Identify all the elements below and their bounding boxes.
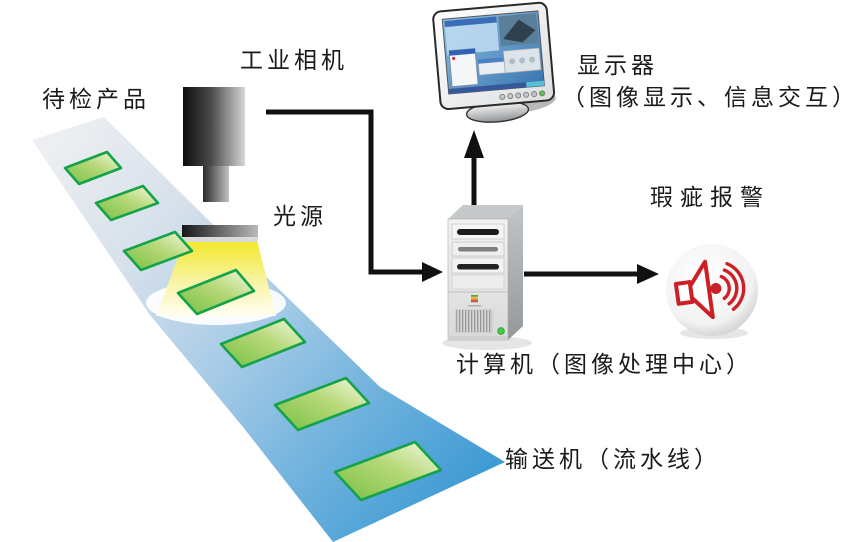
- arrowhead-up: [464, 130, 484, 158]
- label-monitor-line1: 显示器: [577, 53, 658, 78]
- industrial-camera-graphic: [183, 87, 245, 202]
- product-items: [63, 150, 443, 502]
- product-item: [176, 268, 256, 316]
- product-item: [219, 317, 307, 369]
- label-alarm: 瑕疵报警: [650, 185, 770, 210]
- product-item: [333, 440, 443, 502]
- monitor-icon: [432, 1, 556, 123]
- product-item: [63, 150, 123, 186]
- computer-tower-icon: [442, 205, 532, 350]
- product-item: [122, 230, 194, 272]
- label-camera: 工业相机: [240, 48, 348, 73]
- flow-arrows: [266, 109, 659, 284]
- alarm-speaker-icon: [666, 244, 758, 339]
- tower-logo: [471, 295, 478, 303]
- arrow-camera-to-computer: [266, 109, 423, 275]
- label-computer: 计算机（图像处理中心）: [456, 352, 753, 377]
- arrowhead-right: [422, 262, 443, 282]
- product-item: [273, 376, 371, 432]
- arrowhead-right: [637, 264, 659, 284]
- label-light: 光源: [273, 204, 327, 229]
- label-conveyor: 输送机（流水线）: [505, 447, 721, 472]
- label-monitor-line2: （图像显示、信息交互）: [562, 85, 853, 110]
- product-item: [94, 184, 160, 222]
- label-product: 待检产品: [42, 87, 150, 112]
